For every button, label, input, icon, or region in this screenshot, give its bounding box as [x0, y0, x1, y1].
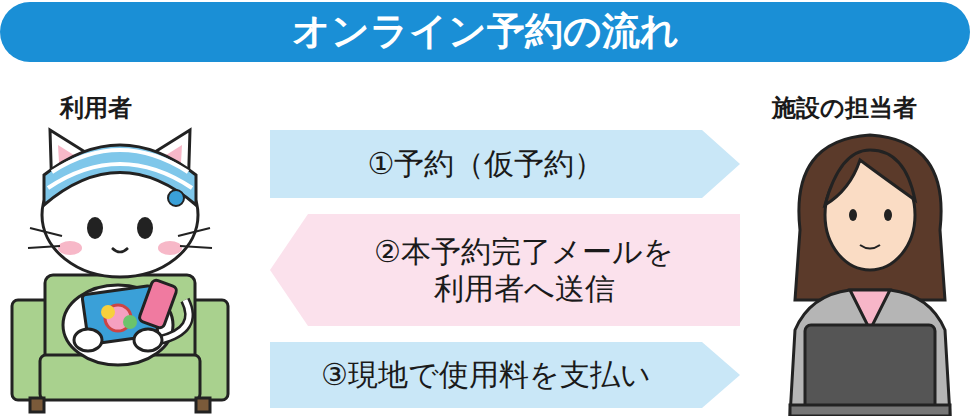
staff-illustration: [790, 135, 950, 416]
title: オンライン予約の流れ: [0, 0, 970, 62]
step-text: ③現地で使用料を支払い: [321, 356, 651, 394]
arrow-fill: [270, 130, 740, 198]
arrow-fill: [270, 214, 740, 326]
step-text: ①予約（仮予約）: [368, 145, 605, 183]
user-illustration: [12, 130, 228, 412]
actor-label: 施設の担当者: [772, 92, 917, 124]
flow-arrow: ①予約（仮予約）: [270, 130, 740, 198]
flow-arrow: ②本予約完了メールを 利用者へ送信: [270, 214, 740, 326]
flow-arrow: ③現地で使用料を支払い: [270, 342, 740, 408]
actor-label: 利用者: [60, 92, 132, 124]
arrow-fill: [270, 342, 740, 408]
step-text: ②本予約完了メールを 利用者へ送信: [324, 233, 724, 308]
arrow-shape: [270, 214, 740, 326]
